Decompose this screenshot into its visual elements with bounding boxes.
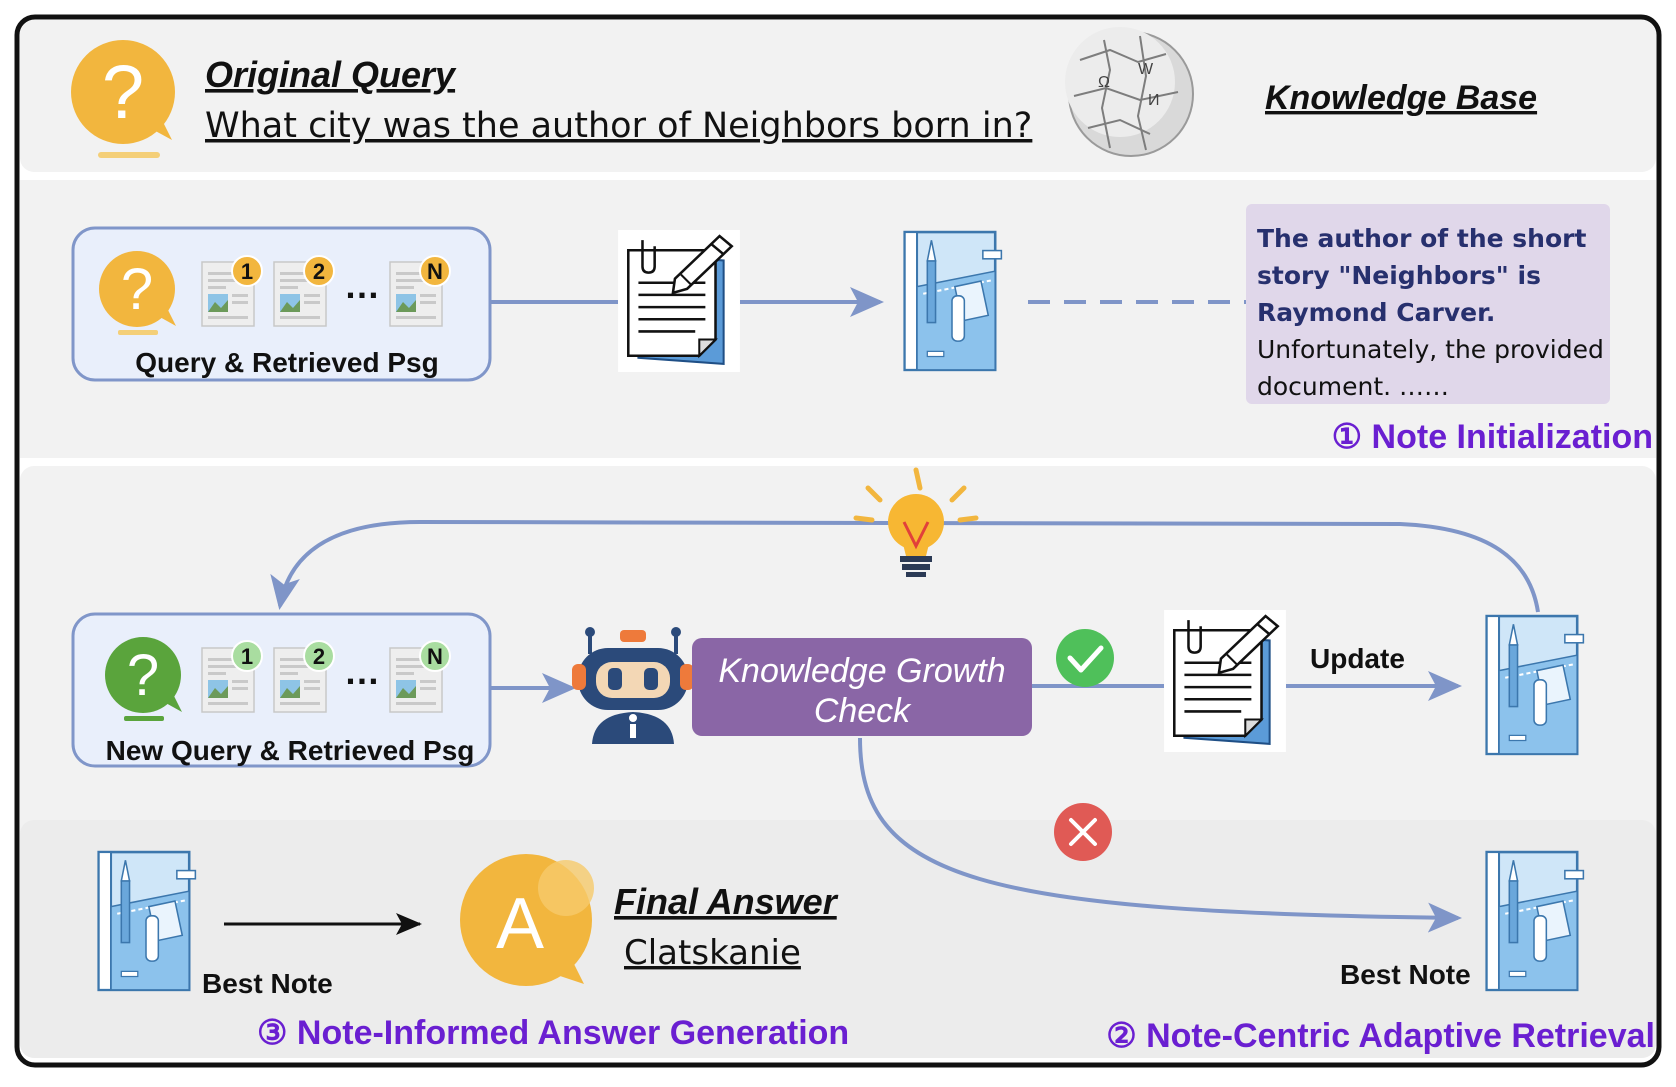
note-line-3: Raymond Carver. <box>1257 298 1495 327</box>
passage-badge-n <box>419 255 451 287</box>
arrow-no-growth <box>858 737 1462 933</box>
question-mark-glyph: ? <box>102 50 144 135</box>
note-writing-icon <box>618 230 740 372</box>
check-icon <box>1056 629 1114 687</box>
question-icon: ? <box>71 40 175 158</box>
query-band <box>20 20 1656 172</box>
knowledge-base-label: Knowledge Base <box>1265 79 1537 117</box>
passage-badge-n-label: N <box>427 644 443 669</box>
knowledge-growth-check-line-2: Check <box>814 692 912 730</box>
question-icon-green: ? <box>105 637 182 721</box>
note-line-5: document. …… <box>1257 372 1449 401</box>
passage-badge-2 <box>303 640 335 672</box>
knowledge-growth-check-box <box>692 638 1032 736</box>
note-line-4: Unfortunately, the provided <box>1257 335 1604 364</box>
question-mark-glyph: ? <box>127 643 159 708</box>
note-line-2: story "Neighbors" is <box>1257 261 1541 290</box>
passage-ellipsis: … <box>344 265 380 306</box>
note-line-1: The author of the short <box>1257 224 1586 253</box>
passage-badge-n-label: N <box>427 259 443 284</box>
robot-icon <box>572 627 694 744</box>
globe-glyph-w: W <box>1138 61 1154 78</box>
query-passages-label: Query & Retrieved Psg <box>135 347 438 378</box>
passage-badge-1-label: 1 <box>241 259 253 284</box>
note-writing-icon <box>1164 610 1286 752</box>
best-notebook-icon <box>97 850 197 992</box>
passage-badge-1 <box>231 640 263 672</box>
new-query-passages-label: New Query & Retrieved Psg <box>106 735 475 766</box>
knowledge-growth-check-line-1: Knowledge Growth <box>718 652 1005 690</box>
wikipedia-globe-icon: Ω W И <box>1065 27 1194 157</box>
passage-badge-1-label: 1 <box>241 644 253 669</box>
note-content-box <box>1246 204 1610 404</box>
notebook-icon <box>1485 614 1585 756</box>
answer-icon: A <box>460 854 594 986</box>
passage-badge-1 <box>231 255 263 287</box>
original-query-title: Original Query <box>205 54 457 95</box>
notebook-icon <box>903 230 1003 372</box>
close-icon <box>1054 803 1112 861</box>
question-icon-small: ? <box>99 251 176 335</box>
original-query-text: What city was the author of Neighbors bo… <box>205 106 1032 146</box>
best-note-label: Best Note <box>202 968 333 999</box>
best-notebook-icon <box>1485 850 1585 992</box>
final-answer-text: Clatskanie <box>624 933 801 973</box>
lightbulb-icon <box>853 467 979 577</box>
adaptive-retrieval-caption: ② Note-Centric Adaptive Retrieval <box>1106 1017 1655 1055</box>
question-mark-glyph: ? <box>121 257 153 322</box>
update-label: Update <box>1310 643 1405 674</box>
passage-badge-2 <box>303 255 335 287</box>
globe-glyph-omega: Ω <box>1098 74 1110 91</box>
final-answer-title: Final Answer <box>614 881 839 922</box>
note-initialization-caption: ① Note Initialization <box>1332 418 1653 456</box>
passage-badge-2-label: 2 <box>313 644 325 669</box>
passage-badge-2-label: 2 <box>313 259 325 284</box>
answer-generation-caption: ③ Note-Informed Answer Generation <box>257 1014 849 1052</box>
answer-band <box>20 820 1656 1058</box>
passage-ellipsis: … <box>344 651 380 692</box>
best-note-label: Best Note <box>1340 959 1471 990</box>
answer-letter-glyph: A <box>496 884 544 964</box>
passage-badge-n <box>419 640 451 672</box>
globe-glyph-i: И <box>1148 92 1160 109</box>
